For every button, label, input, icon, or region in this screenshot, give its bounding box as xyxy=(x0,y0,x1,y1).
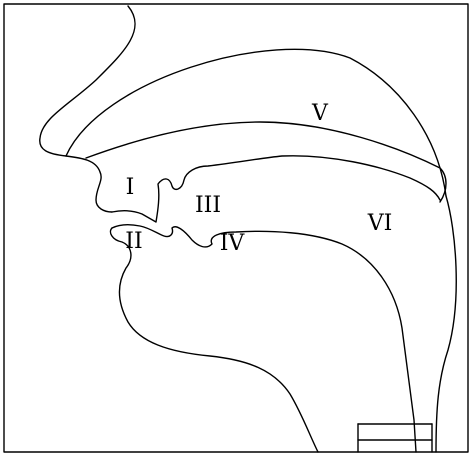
frame-border xyxy=(4,4,468,452)
label-iii: III xyxy=(195,193,221,218)
nasal-floor-outline xyxy=(86,122,446,202)
label-vi: VI xyxy=(367,211,393,236)
label-ii: II xyxy=(125,229,142,254)
label-i: I xyxy=(126,175,135,200)
label-v: V xyxy=(311,101,329,126)
label-iv: IV xyxy=(220,231,246,256)
face-profile-outline xyxy=(40,6,135,212)
pharynx-back-wall xyxy=(436,196,456,452)
lower-face-outline xyxy=(110,228,318,452)
tongue-outline xyxy=(112,225,416,452)
